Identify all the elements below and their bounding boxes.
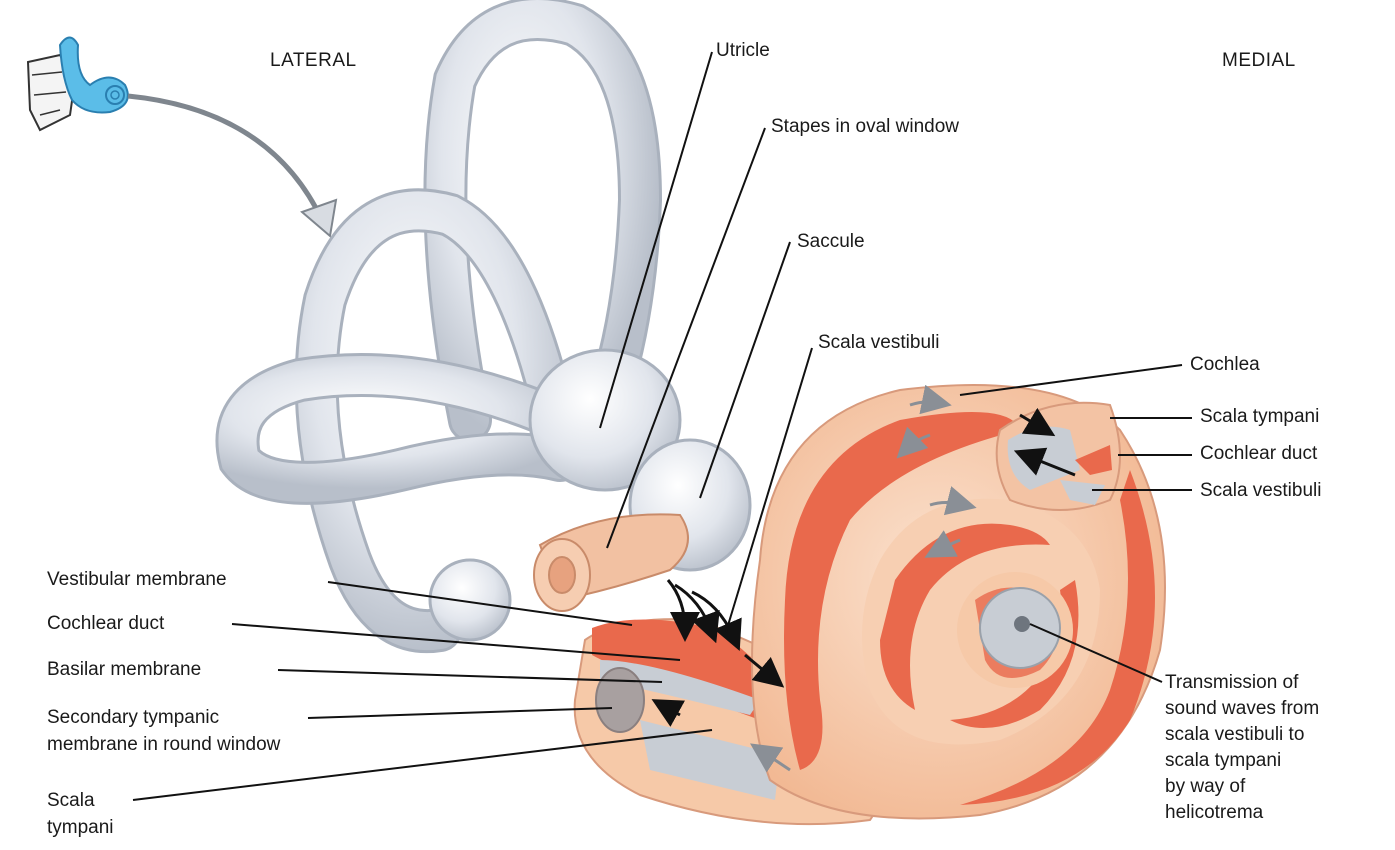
stapes [534, 514, 688, 611]
label-basilar-membrane: Basilar membrane [47, 657, 201, 682]
orientation-arrow [128, 96, 322, 220]
orientation-arrow-head [302, 200, 336, 236]
label-transmission-2: sound waves from [1165, 696, 1319, 721]
label-scala-vestibuli-right: Scala vestibuli [1200, 478, 1321, 503]
label-scala-tympani-left-2: tympani [47, 815, 114, 840]
label-secondary-tympanic-2: membrane in round window [47, 732, 280, 757]
label-transmission-5: by way of [1165, 774, 1245, 799]
ear-locator-icon [28, 38, 128, 131]
label-cochlear-duct-left: Cochlear duct [47, 611, 164, 636]
label-utricle: Utricle [716, 38, 770, 63]
label-vestibular-membrane: Vestibular membrane [47, 567, 227, 592]
label-scala-vestibuli-top: Scala vestibuli [818, 330, 939, 355]
label-medial: MEDIAL [1222, 48, 1296, 73]
label-scala-tympani-left-1: Scala [47, 788, 95, 813]
label-scala-tympani-right: Scala tympani [1200, 404, 1319, 429]
label-saccule: Saccule [797, 229, 865, 254]
label-secondary-tympanic-1: Secondary tympanic [47, 705, 219, 730]
label-stapes: Stapes in oval window [771, 114, 959, 139]
label-cochlear-duct-right: Cochlear duct [1200, 441, 1317, 466]
cochlea-spiral [752, 385, 1165, 818]
label-lateral: LATERAL [270, 48, 357, 73]
label-transmission-4: scala tympani [1165, 748, 1281, 773]
label-transmission-1: Transmission of [1165, 670, 1298, 695]
label-transmission-6: helicotrema [1165, 800, 1263, 825]
label-transmission-3: scala vestibuli to [1165, 722, 1304, 747]
label-cochlea: Cochlea [1190, 352, 1260, 377]
